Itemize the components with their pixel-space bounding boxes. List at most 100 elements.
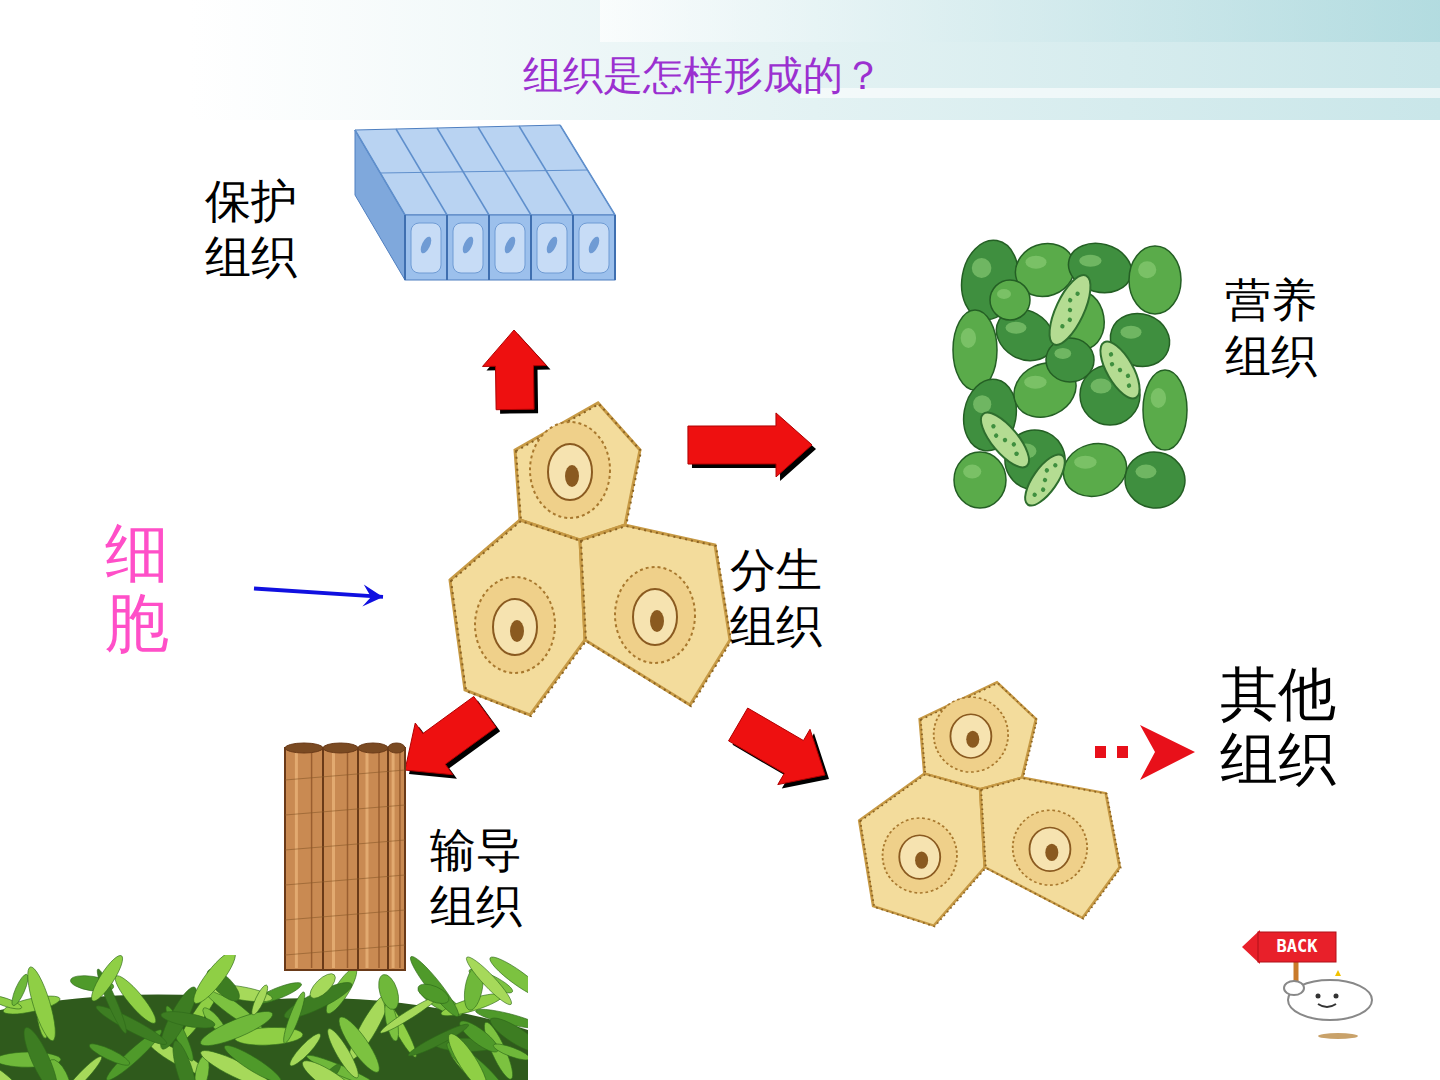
connector-group: [483, 330, 551, 414]
vessel-opening: [285, 743, 323, 753]
nucleus: [633, 589, 677, 645]
cell-dots: [921, 683, 1037, 790]
nucleus: [1029, 827, 1070, 871]
header-strip: [600, 0, 1440, 42]
tissue-node: 分生组织: [440, 400, 730, 715]
cell: [990, 280, 1030, 320]
block-arrow: [405, 696, 496, 774]
nucleolus: [915, 852, 928, 869]
leaf: [443, 1029, 493, 1080]
cell-highlight: [963, 465, 981, 479]
cell-highlight: [1138, 261, 1156, 278]
connector-group: [254, 585, 383, 607]
leaf: [160, 1008, 216, 1031]
nucleus-outer: [934, 697, 1008, 772]
chloroplast: [993, 433, 999, 439]
cell-highlight: [997, 289, 1011, 299]
cell: [411, 223, 441, 273]
nucleolus: [1045, 844, 1058, 861]
sign-board: [1258, 932, 1336, 962]
cell-line: [530, 215, 532, 280]
dot: [1095, 746, 1106, 758]
tissue-node: 细胞: [105, 518, 169, 659]
cell-line: [380, 170, 588, 173]
tissue-picture: [440, 400, 730, 715]
chloroplast: [1075, 291, 1081, 297]
cell-line: [488, 215, 490, 280]
nucleus: [587, 235, 602, 255]
cell-dots: [981, 778, 1121, 918]
leaf: [306, 970, 339, 1003]
tissue-picture: [280, 740, 405, 975]
cell-dots: [860, 774, 986, 926]
tissue-node: 营养组织: [950, 240, 1190, 515]
leaf: [197, 1005, 276, 1051]
cell-dots: [451, 521, 586, 716]
chloroplast: [1044, 467, 1050, 473]
tissue-picture: [355, 125, 620, 285]
nucleolus: [510, 620, 524, 642]
chloroplast: [1052, 462, 1058, 468]
leaf: [93, 1001, 169, 1049]
sign-point: [1242, 930, 1260, 964]
leaf: [168, 1039, 202, 1080]
cell-wall: [980, 778, 1119, 918]
cell-highlight: [1006, 322, 1027, 334]
button-label: BACK: [1262, 936, 1332, 956]
chloroplast: [1067, 307, 1073, 313]
cell-line: [572, 215, 574, 280]
cell-line: [446, 215, 448, 280]
cell: [1103, 305, 1177, 374]
vessel-shine: [392, 750, 395, 968]
block-top: [355, 125, 615, 215]
title-text: 组织是怎样形成的？: [0, 48, 1406, 103]
cut-cell: [1041, 270, 1098, 351]
nucleus: [548, 444, 592, 500]
vessel: [285, 748, 323, 970]
cell-wall: [580, 525, 730, 705]
leaf: [249, 983, 270, 1016]
leaf: [406, 955, 463, 1020]
vessel-mark: [285, 805, 405, 815]
vessel-opening: [323, 743, 358, 753]
nucleus: [419, 235, 434, 255]
cell: [537, 223, 567, 273]
chloroplast: [1109, 361, 1115, 367]
nucleus-outer: [475, 577, 555, 673]
cell-highlight: [1091, 379, 1112, 394]
cell-dots: [516, 404, 641, 541]
cell-wall: [515, 403, 640, 540]
block-arrow: [729, 708, 825, 785]
cell-highlight: [1074, 456, 1096, 469]
leaf: [415, 980, 452, 1007]
cell-highlight: [1136, 465, 1157, 479]
cell-dots: [581, 526, 731, 706]
chloroplast: [1042, 477, 1048, 483]
chloroplast: [1011, 441, 1017, 447]
cell-wall: [859, 774, 985, 926]
nucleolus: [565, 465, 579, 487]
cell: [953, 310, 997, 390]
tissue-node: 其他组织: [850, 680, 1120, 925]
back-button: [1242, 930, 1372, 1039]
nucleolus: [650, 610, 664, 632]
nucleus: [950, 714, 991, 758]
tissue-label: 营养组织: [1225, 272, 1319, 384]
connector-line: [254, 588, 383, 596]
plant-decoration: [0, 955, 528, 1080]
cell: [1121, 447, 1190, 513]
header-line: [800, 88, 1440, 98]
arrow-head: [362, 585, 383, 607]
cut-cell: [973, 406, 1037, 475]
chloroplast: [1126, 383, 1132, 389]
tissue-node: 保护组织: [355, 125, 620, 285]
vessel-mark: [285, 945, 405, 955]
block-arrow: [688, 413, 812, 477]
vessel-stripe: [347, 750, 349, 968]
nucleus: [545, 235, 560, 255]
vessel: [388, 748, 405, 970]
leaf: [221, 1041, 284, 1080]
chloroplast: [990, 423, 996, 429]
leaf: [188, 955, 241, 1008]
